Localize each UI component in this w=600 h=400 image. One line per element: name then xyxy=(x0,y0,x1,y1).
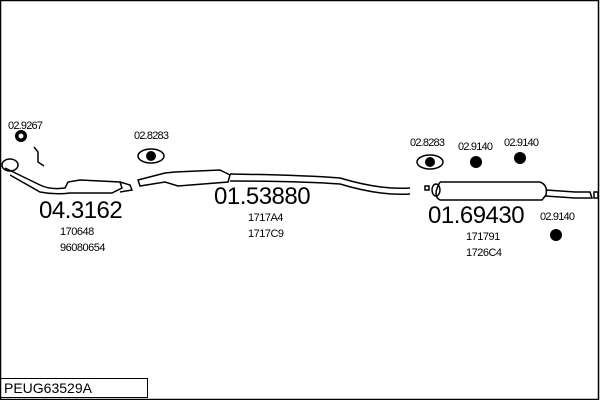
gaskets-clamps xyxy=(15,130,562,241)
part-code: 1726C4 xyxy=(466,247,502,259)
front-pipe-catalyst xyxy=(1,158,134,195)
part-number: 01.69430 xyxy=(428,202,525,229)
accessory-number: 02.9140 xyxy=(458,141,493,153)
diagram-code-label: PEUG63529A xyxy=(0,378,148,398)
accessory-number: 02.9140 xyxy=(504,137,539,149)
part-code: 1717C9 xyxy=(248,228,284,240)
part-code: 171791 xyxy=(466,231,500,243)
part-number: 01.53880 xyxy=(214,183,311,210)
accessory-number: 02.8283 xyxy=(134,130,169,142)
accessory-number: 02.9140 xyxy=(540,211,575,223)
rear-muffler xyxy=(424,181,599,201)
part-code: 1717A4 xyxy=(248,212,283,224)
part-code: 170648 xyxy=(60,226,94,238)
part-number: 04.3162 xyxy=(39,197,123,224)
part-code: 96080654 xyxy=(60,242,105,254)
accessory-number: 02.8283 xyxy=(410,137,445,149)
accessory-number: 02.9267 xyxy=(8,120,43,132)
centre-pipe-muffler xyxy=(137,169,411,196)
